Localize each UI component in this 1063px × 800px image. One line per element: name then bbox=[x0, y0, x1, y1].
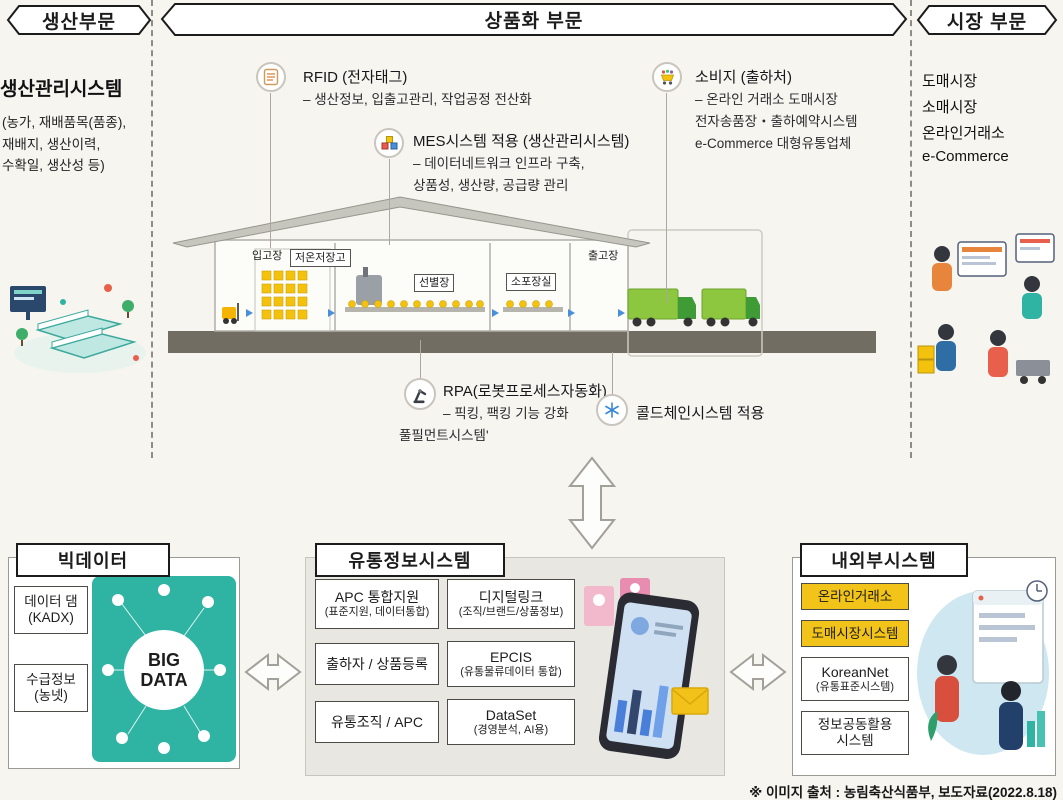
banner-ribbon-shape bbox=[160, 3, 908, 36]
consumption-annotation-line1: – 온라인 거래소 도매시장 bbox=[695, 92, 838, 107]
systems-people-illustration bbox=[917, 580, 1049, 755]
banner-production: 생산부문 bbox=[6, 5, 152, 35]
bigdata-word-data: DATA bbox=[140, 670, 187, 690]
mes-boxes-icon bbox=[374, 128, 404, 158]
banner-market: 시장 부문 bbox=[916, 5, 1058, 35]
forklift bbox=[222, 303, 239, 324]
bigdata-item-datadam-sub: (KADX) bbox=[28, 610, 74, 625]
zone-label-sorting: 선별장 bbox=[414, 274, 455, 292]
systems-item-label: 온라인거래소 bbox=[817, 588, 893, 604]
systems-item-label: KoreanNet bbox=[821, 664, 889, 680]
market-item-retail: 소매시장 bbox=[922, 99, 978, 116]
pallet-stacks bbox=[261, 270, 308, 320]
vertical-double-arrow bbox=[568, 456, 616, 550]
cell-main: 유통조직 / APC bbox=[331, 713, 423, 730]
cell-sub: (표준지원, 데이터통합) bbox=[324, 606, 430, 618]
market-item-ecommerce: e-Commerce bbox=[922, 148, 1009, 165]
bigdata-item-supply-sub: (농넷) bbox=[34, 688, 68, 703]
separator-left-dashed bbox=[151, 0, 153, 458]
mes-annotation-title: MES시스템 적용 (생산관리시스템) bbox=[413, 133, 630, 150]
cell-sub: (유통물류데이터 통합) bbox=[460, 666, 562, 678]
production-system-desc: (농가, 재배품목(품종), 재배지, 생산이력, 수확일, 생산성 등) bbox=[2, 115, 127, 174]
banner-market-label: 시장 부문 bbox=[946, 11, 1028, 33]
systems-item-sub: 시스템 bbox=[836, 733, 874, 748]
distribution-cell-distribution-org: 유통조직 / APC bbox=[315, 701, 439, 743]
bigdata-illustration: BIG DATA bbox=[92, 576, 236, 762]
bigdata-item-datadam-main: 데이터 댐 bbox=[24, 594, 78, 609]
conveyor-produce bbox=[348, 300, 484, 308]
arrow-bigdata-distribution bbox=[244, 652, 302, 692]
zone-label-packing-room: 소포장실 bbox=[506, 273, 557, 291]
distribution-cell-dataset: DataSet (경영분석, AI용) bbox=[447, 699, 575, 745]
bigdata-item-supply-main: 수급정보 bbox=[26, 672, 76, 687]
bigdata-item-datadam: 데이터 댐 (KADX) bbox=[14, 586, 88, 634]
distribution-cell-apc-support: APC 통합지원 (표준지원, 데이터통합) bbox=[315, 579, 439, 629]
distribution-cell-shipper-registration: 출하자 / 상품등록 bbox=[315, 643, 439, 685]
consumption-annotation-title: 소비지 (출하처) bbox=[695, 69, 792, 86]
cell-main: DataSet bbox=[485, 707, 537, 723]
banner-production-label: 생산부문 bbox=[42, 11, 116, 33]
truck-2 bbox=[701, 288, 760, 327]
rpa-robot-arm-icon bbox=[404, 378, 436, 410]
systems-item-koreannet: KoreanNet (유통표준시스템) bbox=[801, 657, 909, 701]
banner-ribbon-shape bbox=[6, 5, 152, 35]
rpa-annotation-line2: 풀필먼트시스템' bbox=[399, 428, 489, 443]
zone-label-cold-storage: 저온저장고 bbox=[290, 249, 351, 267]
systems-header: 내외부시스템 bbox=[800, 543, 968, 577]
cell-main: 디지털링크 bbox=[478, 589, 544, 605]
rfid-annotation-title: RFID (전자태그) bbox=[303, 69, 408, 86]
systems-item-info-sharing: 정보공동활용 시스템 bbox=[801, 711, 909, 755]
market-people-illustration bbox=[917, 233, 1055, 384]
consumption-annotation-line2: 전자송품장・출하예약시스템 bbox=[695, 114, 858, 129]
systems-item-wholesale-market: 도매시장시스템 bbox=[801, 620, 909, 647]
systems-item-online-exchange: 온라인거래소 bbox=[801, 583, 909, 610]
rpa-annotation-title: RPA(로봇프로세스자동화) bbox=[443, 383, 607, 400]
farm-illustration bbox=[10, 284, 146, 373]
banner-ribbon-shape bbox=[916, 5, 1058, 35]
bigdata-header: 빅데이터 bbox=[16, 543, 170, 577]
market-item-online-exchange: 온라인거래소 bbox=[922, 125, 1005, 142]
cell-sub: (조직/브랜드/상품정보) bbox=[458, 606, 564, 618]
mes-connector-line bbox=[389, 159, 390, 245]
separator-right-dashed bbox=[910, 0, 912, 458]
rfid-annotation-line: – 생산정보, 입출고관리, 작업공정 전산화 bbox=[303, 92, 532, 107]
arrow-distribution-systems bbox=[729, 652, 787, 692]
consumption-annotation-line3: e-Commerce 대형유통업체 bbox=[695, 136, 852, 151]
systems-item-label: 도매시장시스템 bbox=[811, 625, 899, 641]
consumption-connector-line bbox=[666, 93, 667, 303]
bigdata-word-big: BIG bbox=[148, 650, 180, 670]
bigdata-item-supply-info: 수급정보 (농넷) bbox=[14, 664, 88, 712]
image-source-footnote: ※ 이미지 출처 : 농림축산식품부, 보도자료(2022.8.18) bbox=[749, 785, 1057, 800]
production-system-title: 생산관리시스템 bbox=[0, 79, 123, 100]
mes-annotation-line1: – 데이터네트워크 인프라 구축, bbox=[413, 156, 585, 171]
shopping-cart-icon bbox=[652, 62, 682, 92]
coldchain-annotation-title: 콜드체인시스템 적용 bbox=[636, 405, 765, 422]
cell-main: 출하자 / 상품등록 bbox=[326, 655, 428, 672]
distribution-cell-digital-link: 디지털링크 (조직/브랜드/상품정보) bbox=[447, 579, 575, 629]
mes-annotation-line2: 상품성, 생산량, 공급량 관리 bbox=[413, 178, 569, 193]
banner-commercialization-label: 상품화 부문 bbox=[484, 11, 584, 32]
cell-main: APC 통합지원 bbox=[334, 589, 420, 605]
distribution-cell-epcis: EPCIS (유통물류데이터 통합) bbox=[447, 641, 575, 687]
truck-1 bbox=[627, 288, 696, 327]
banner-commercialization: 상품화 부문 bbox=[160, 3, 908, 36]
coldchain-connector-line bbox=[612, 352, 613, 396]
rfid-tag-icon bbox=[256, 62, 286, 92]
rpa-connector-line bbox=[420, 340, 421, 380]
rpa-annotation-line1: – 픽킹, 팩킹 기능 강화 bbox=[443, 406, 569, 421]
cold-chain-snowflake-icon bbox=[596, 394, 628, 426]
smartphone-illustration bbox=[584, 578, 709, 759]
market-item-wholesale: 도매시장 bbox=[922, 73, 978, 90]
distribution-header: 유통정보시스템 bbox=[315, 543, 505, 577]
cell-sub: (경영분석, AI용) bbox=[473, 724, 549, 736]
rfid-connector-line bbox=[270, 93, 271, 248]
systems-item-label: 정보공동활용 bbox=[817, 717, 893, 732]
systems-item-sub: (유통표준시스템) bbox=[815, 681, 895, 693]
cell-main: EPCIS bbox=[489, 649, 532, 665]
zone-label-outbound: 출고장 bbox=[588, 250, 619, 262]
flow-arrows bbox=[246, 309, 625, 317]
zone-label-inbound: 입고장 bbox=[252, 250, 283, 262]
